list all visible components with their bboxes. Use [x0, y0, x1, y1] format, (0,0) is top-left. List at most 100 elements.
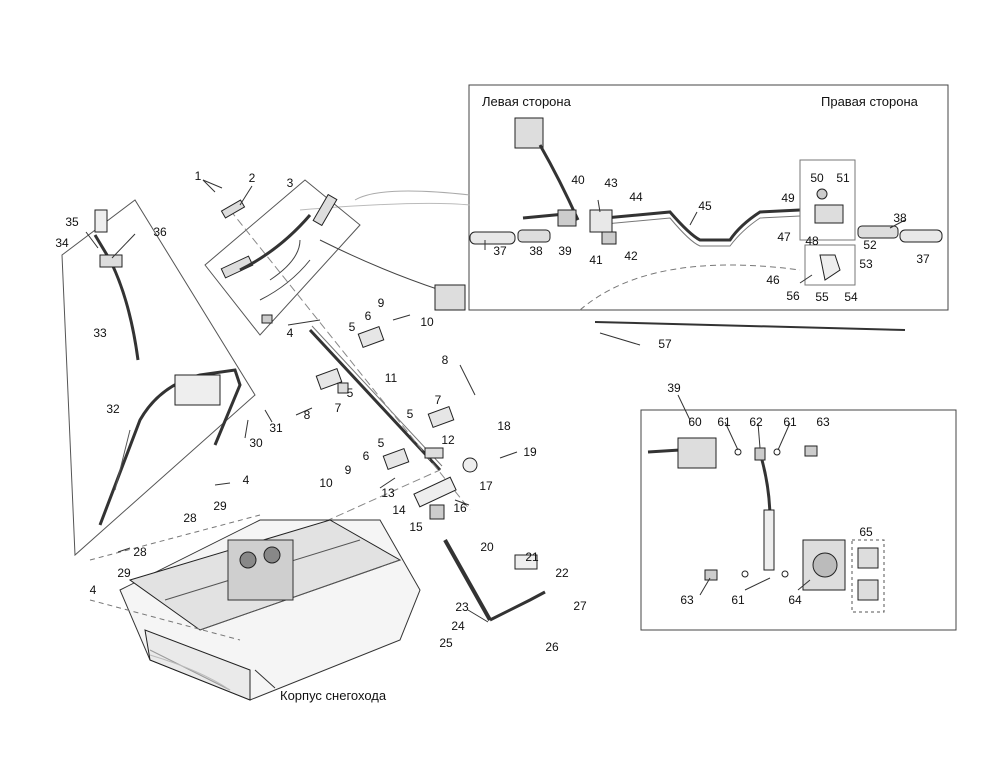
callout-25: 25 [439, 636, 453, 650]
callout-63: 63 [816, 415, 830, 429]
detail-handlebar [469, 117, 943, 286]
callout-46: 46 [766, 273, 780, 287]
callout-26: 26 [545, 640, 559, 654]
callout-5: 5 [348, 320, 356, 334]
callout-19: 19 [523, 445, 537, 459]
callout-31: 31 [269, 421, 283, 435]
callout-44: 44 [629, 190, 643, 204]
callout-14: 14 [392, 503, 406, 517]
callout-64: 64 [788, 593, 802, 607]
callout-13: 13 [381, 486, 395, 500]
callout-28: 28 [133, 545, 147, 559]
callout-7: 7 [434, 393, 442, 407]
callout-18: 18 [497, 419, 511, 433]
callout-9: 9 [344, 463, 352, 477]
leader-lines [85, 179, 906, 689]
snowmobile-body [119, 519, 421, 701]
detail-brake [647, 437, 885, 613]
callout-9: 9 [377, 296, 385, 310]
callout-10: 10 [319, 476, 333, 490]
callout-24: 24 [451, 619, 465, 633]
callout-55: 55 [815, 290, 829, 304]
callout-52: 52 [863, 238, 877, 252]
callout-28: 28 [183, 511, 197, 525]
callout-50: 50 [810, 171, 824, 185]
handlebar-detail-frame [468, 84, 949, 311]
callout-39: 39 [558, 244, 572, 258]
callout-37: 37 [916, 252, 930, 266]
callout-15: 15 [409, 520, 423, 534]
callout-2: 2 [248, 171, 256, 185]
handlebar-assembly-frame [204, 179, 361, 336]
caption-left-side: Левая сторона [482, 94, 571, 109]
callout-40: 40 [571, 173, 585, 187]
callout-1: 1 [194, 169, 202, 183]
callout-20: 20 [480, 540, 494, 554]
lower-clamps [382, 406, 455, 470]
callout-61: 61 [783, 415, 797, 429]
callout-42: 42 [624, 249, 638, 263]
callout-17: 17 [479, 479, 493, 493]
callout-34: 34 [55, 236, 69, 250]
callout-4: 4 [242, 473, 250, 487]
callout-4: 4 [286, 326, 294, 340]
callout-35: 35 [65, 215, 79, 229]
caption-right-side: Правая сторона [821, 94, 918, 109]
callout-38: 38 [893, 211, 907, 225]
brake-cable [594, 321, 906, 331]
callout-8: 8 [303, 408, 311, 422]
callout-38: 38 [529, 244, 543, 258]
callout-45: 45 [698, 199, 712, 213]
callout-47: 47 [777, 230, 791, 244]
callout-49: 49 [781, 191, 795, 205]
callout-63: 63 [680, 593, 694, 607]
callout-16: 16 [453, 501, 467, 515]
callout-56: 56 [786, 289, 800, 303]
callout-10: 10 [420, 315, 434, 329]
callout-65: 65 [859, 525, 873, 539]
steering-column [308, 328, 442, 472]
callout-5: 5 [377, 436, 385, 450]
caption-body: Корпус снегохода [280, 688, 387, 703]
callout-51: 51 [836, 171, 850, 185]
callout-61: 61 [717, 415, 731, 429]
callout-57: 57 [658, 337, 672, 351]
callout-4: 4 [89, 583, 97, 597]
upper-clamps [315, 326, 385, 394]
support-bracket [98, 368, 242, 526]
callout-41: 41 [589, 253, 603, 267]
callout-29: 29 [213, 499, 227, 513]
drop-link [443, 539, 492, 621]
callout-12: 12 [441, 433, 455, 447]
callout-48: 48 [805, 234, 819, 248]
callout-62: 62 [749, 415, 763, 429]
tie-rod-end [413, 476, 457, 508]
bracket-assembly-frame [61, 199, 256, 557]
callout-60: 60 [688, 415, 702, 429]
brake-pad-frame [851, 539, 885, 613]
callout-22: 22 [555, 566, 569, 580]
dashed-leader [579, 264, 801, 311]
callout-8: 8 [441, 353, 449, 367]
callout-33: 33 [93, 326, 107, 340]
callout-5: 5 [406, 407, 414, 421]
callout-23: 23 [455, 600, 469, 614]
hood-outline [354, 190, 471, 201]
callout-37: 37 [493, 244, 507, 258]
callout-53: 53 [859, 257, 873, 271]
callout-32: 32 [106, 402, 120, 416]
callout-6: 6 [362, 449, 370, 463]
callout-36: 36 [153, 225, 167, 239]
callout-5: 5 [346, 386, 354, 400]
callout-30: 30 [249, 436, 263, 450]
callout-61: 61 [731, 593, 745, 607]
callout-11: 11 [384, 371, 398, 385]
callout-43: 43 [604, 176, 618, 190]
brake-detail-frame [640, 409, 957, 631]
callout-29: 29 [117, 566, 131, 580]
callout-21: 21 [525, 550, 539, 564]
callout-3: 3 [286, 176, 294, 190]
callout-6: 6 [364, 309, 372, 323]
